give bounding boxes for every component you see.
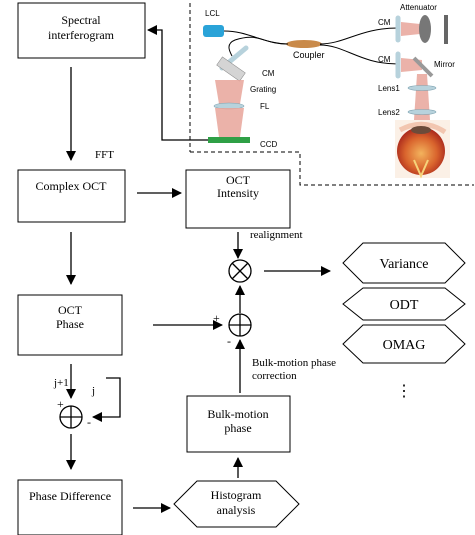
phase-difference-box [17,479,123,535]
arrow-j-to-lower-adder [92,377,121,422]
arrow-ccd-to-interferogram [147,25,208,141]
attenuator-label: Attenuator [400,3,437,12]
output-hexagon-variance: Variance [342,242,466,284]
eye-icon [395,120,450,179]
ccd-label: CCD [260,140,278,149]
fiber-reference [319,27,399,45]
fft-label: FFT [95,149,114,161]
fiber-sample [319,44,399,65]
lens1-label: Lens1 [378,84,400,93]
mirror-label: Mirror [434,60,455,69]
laser-source-icon [203,25,224,37]
svg-text:ODT: ODT [390,298,419,313]
complex-oct-box [17,169,126,223]
setup-dashed-border [189,3,474,186]
adder-top [228,313,252,337]
bulk-motion-phase-box [186,395,291,453]
coupler-icon [286,40,322,48]
output-hexagon-omag: OMAG [342,324,466,364]
oct-phase-box [17,294,123,356]
beam-spectrometer [215,80,244,104]
complex-oct-label: Complex OCT [36,179,108,193]
lens2-icon [407,109,437,115]
fl-label: FL [260,102,270,111]
adder-top-minus: - [227,334,231,348]
adder-top-plus: + [213,311,220,325]
phase-difference-label: Phase Difference [29,489,111,503]
lens1-icon [407,85,437,91]
multiply-operator [228,259,252,283]
lens2-label: Lens2 [378,108,400,117]
more-outputs-ellipsis: ⋮ [396,383,412,400]
attenuator-icon [419,15,431,43]
j-plus-1-label: j+1 [53,377,69,389]
beam-reference [401,22,420,36]
ccd-icon [208,137,250,143]
grating-label: Grating [250,85,276,94]
cm-right-top-label: CM [378,18,391,27]
svg-text:Variance: Variance [380,257,429,272]
adder-lower-plus: + [57,397,64,411]
adder-lower [59,405,83,429]
cm-left-label: CM [262,69,275,78]
beam-to-ccd [215,108,244,137]
realignment-label: realignment [250,229,303,241]
grating-icon [216,56,246,82]
galvo-mirror-icon [412,56,434,78]
output-hexagon-odt: ODT [342,287,466,321]
adder-lower-minus: - [87,415,91,429]
fiber-detection [228,36,289,57]
cm-right-bottom-label: CM [378,55,391,64]
lcl-label: LCL [205,9,220,18]
fiber-source [223,30,291,45]
optical-setup: LCL Coupler CM Grating FL CCD CM Attenua… [147,3,474,186]
spectral-interferogram-box [17,2,146,59]
oct-intensity-box [185,169,291,229]
svg-text:OMAG: OMAG [383,338,426,353]
j-label: j [91,385,95,397]
coupler-label: Coupler [293,50,325,60]
